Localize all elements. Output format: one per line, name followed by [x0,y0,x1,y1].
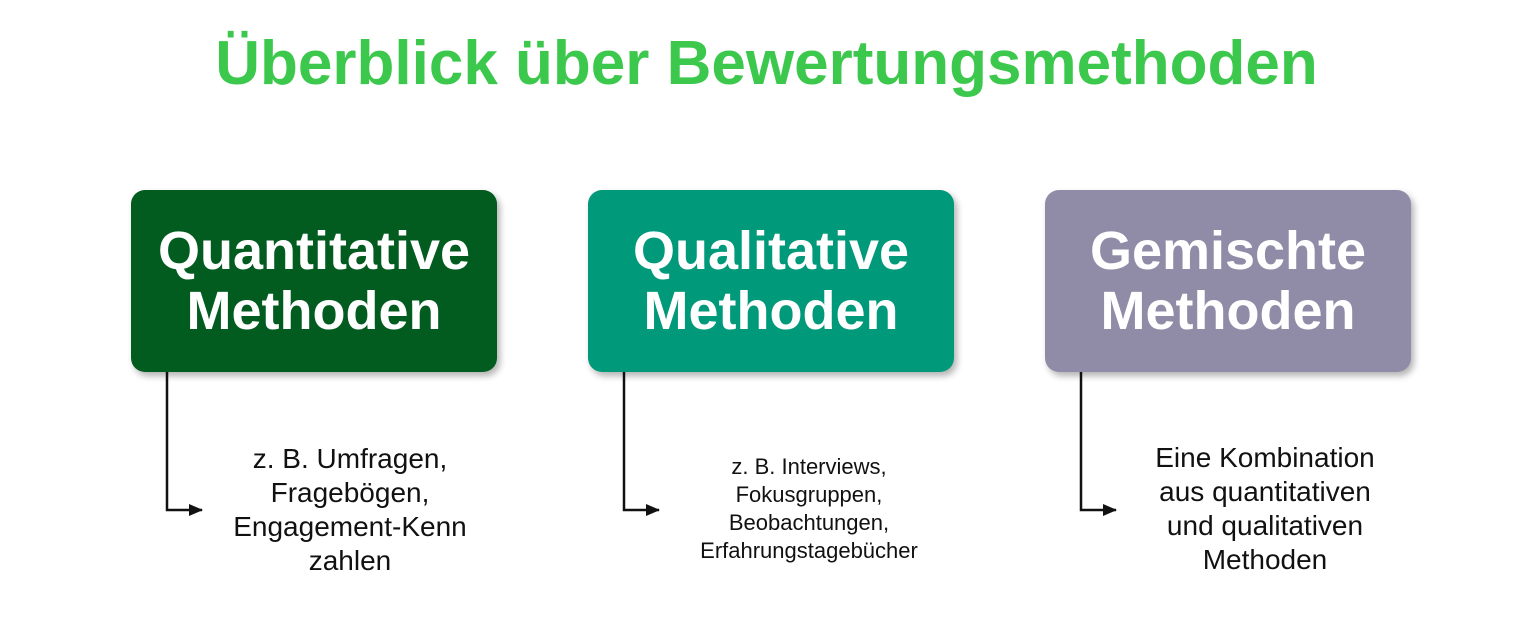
box-heading-line-2: Methoden [1100,281,1356,341]
qualitative-methods-box: Qualitative Methoden [588,190,954,372]
description-line: Engagement-Kenn [233,511,467,542]
description-line: Beobachtungen, [728,510,890,535]
description-line: z. B. Umfragen, [252,443,448,474]
quantitative-description: z. B. Umfragen, Fragebögen, Engagement-K… [200,442,500,578]
description-line: Fokusgruppen, [735,482,883,507]
box-heading-line-1: Qualitative [632,221,910,281]
box-heading-line-1: Gemischte [1089,221,1367,281]
description-line: Fragebögen, [270,477,430,508]
page-title: Überblick über Bewertungsmethoden [215,29,1318,98]
connector-arrow-mixed [1079,372,1117,516]
mixed-description: Eine Kombination aus quantitativen und q… [1120,441,1410,577]
connector-arrow-qualitative [622,372,660,516]
description-line: Erfahrungstagebücher [700,538,918,563]
box-heading-line-1: Quantitative [157,221,471,281]
description-line: Eine Kombination [1155,442,1375,473]
description-line: und qualitativen [1166,510,1364,541]
qualitative-description: z. B. Interviews, Fokusgruppen, Beobacht… [664,453,954,565]
box-heading-line-2: Methoden [186,281,442,341]
description-line: aus quantitativen [1159,476,1371,507]
description-line: z. B. Interviews, [731,454,887,479]
description-line: Methoden [1202,544,1328,575]
description-line: zahlen [308,545,392,576]
quantitative-methods-box: Quantitative Methoden [131,190,497,372]
box-heading-line-2: Methoden [643,281,899,341]
mixed-methods-box: Gemischte Methoden [1045,190,1411,372]
connector-arrow-quantitative [165,372,203,516]
